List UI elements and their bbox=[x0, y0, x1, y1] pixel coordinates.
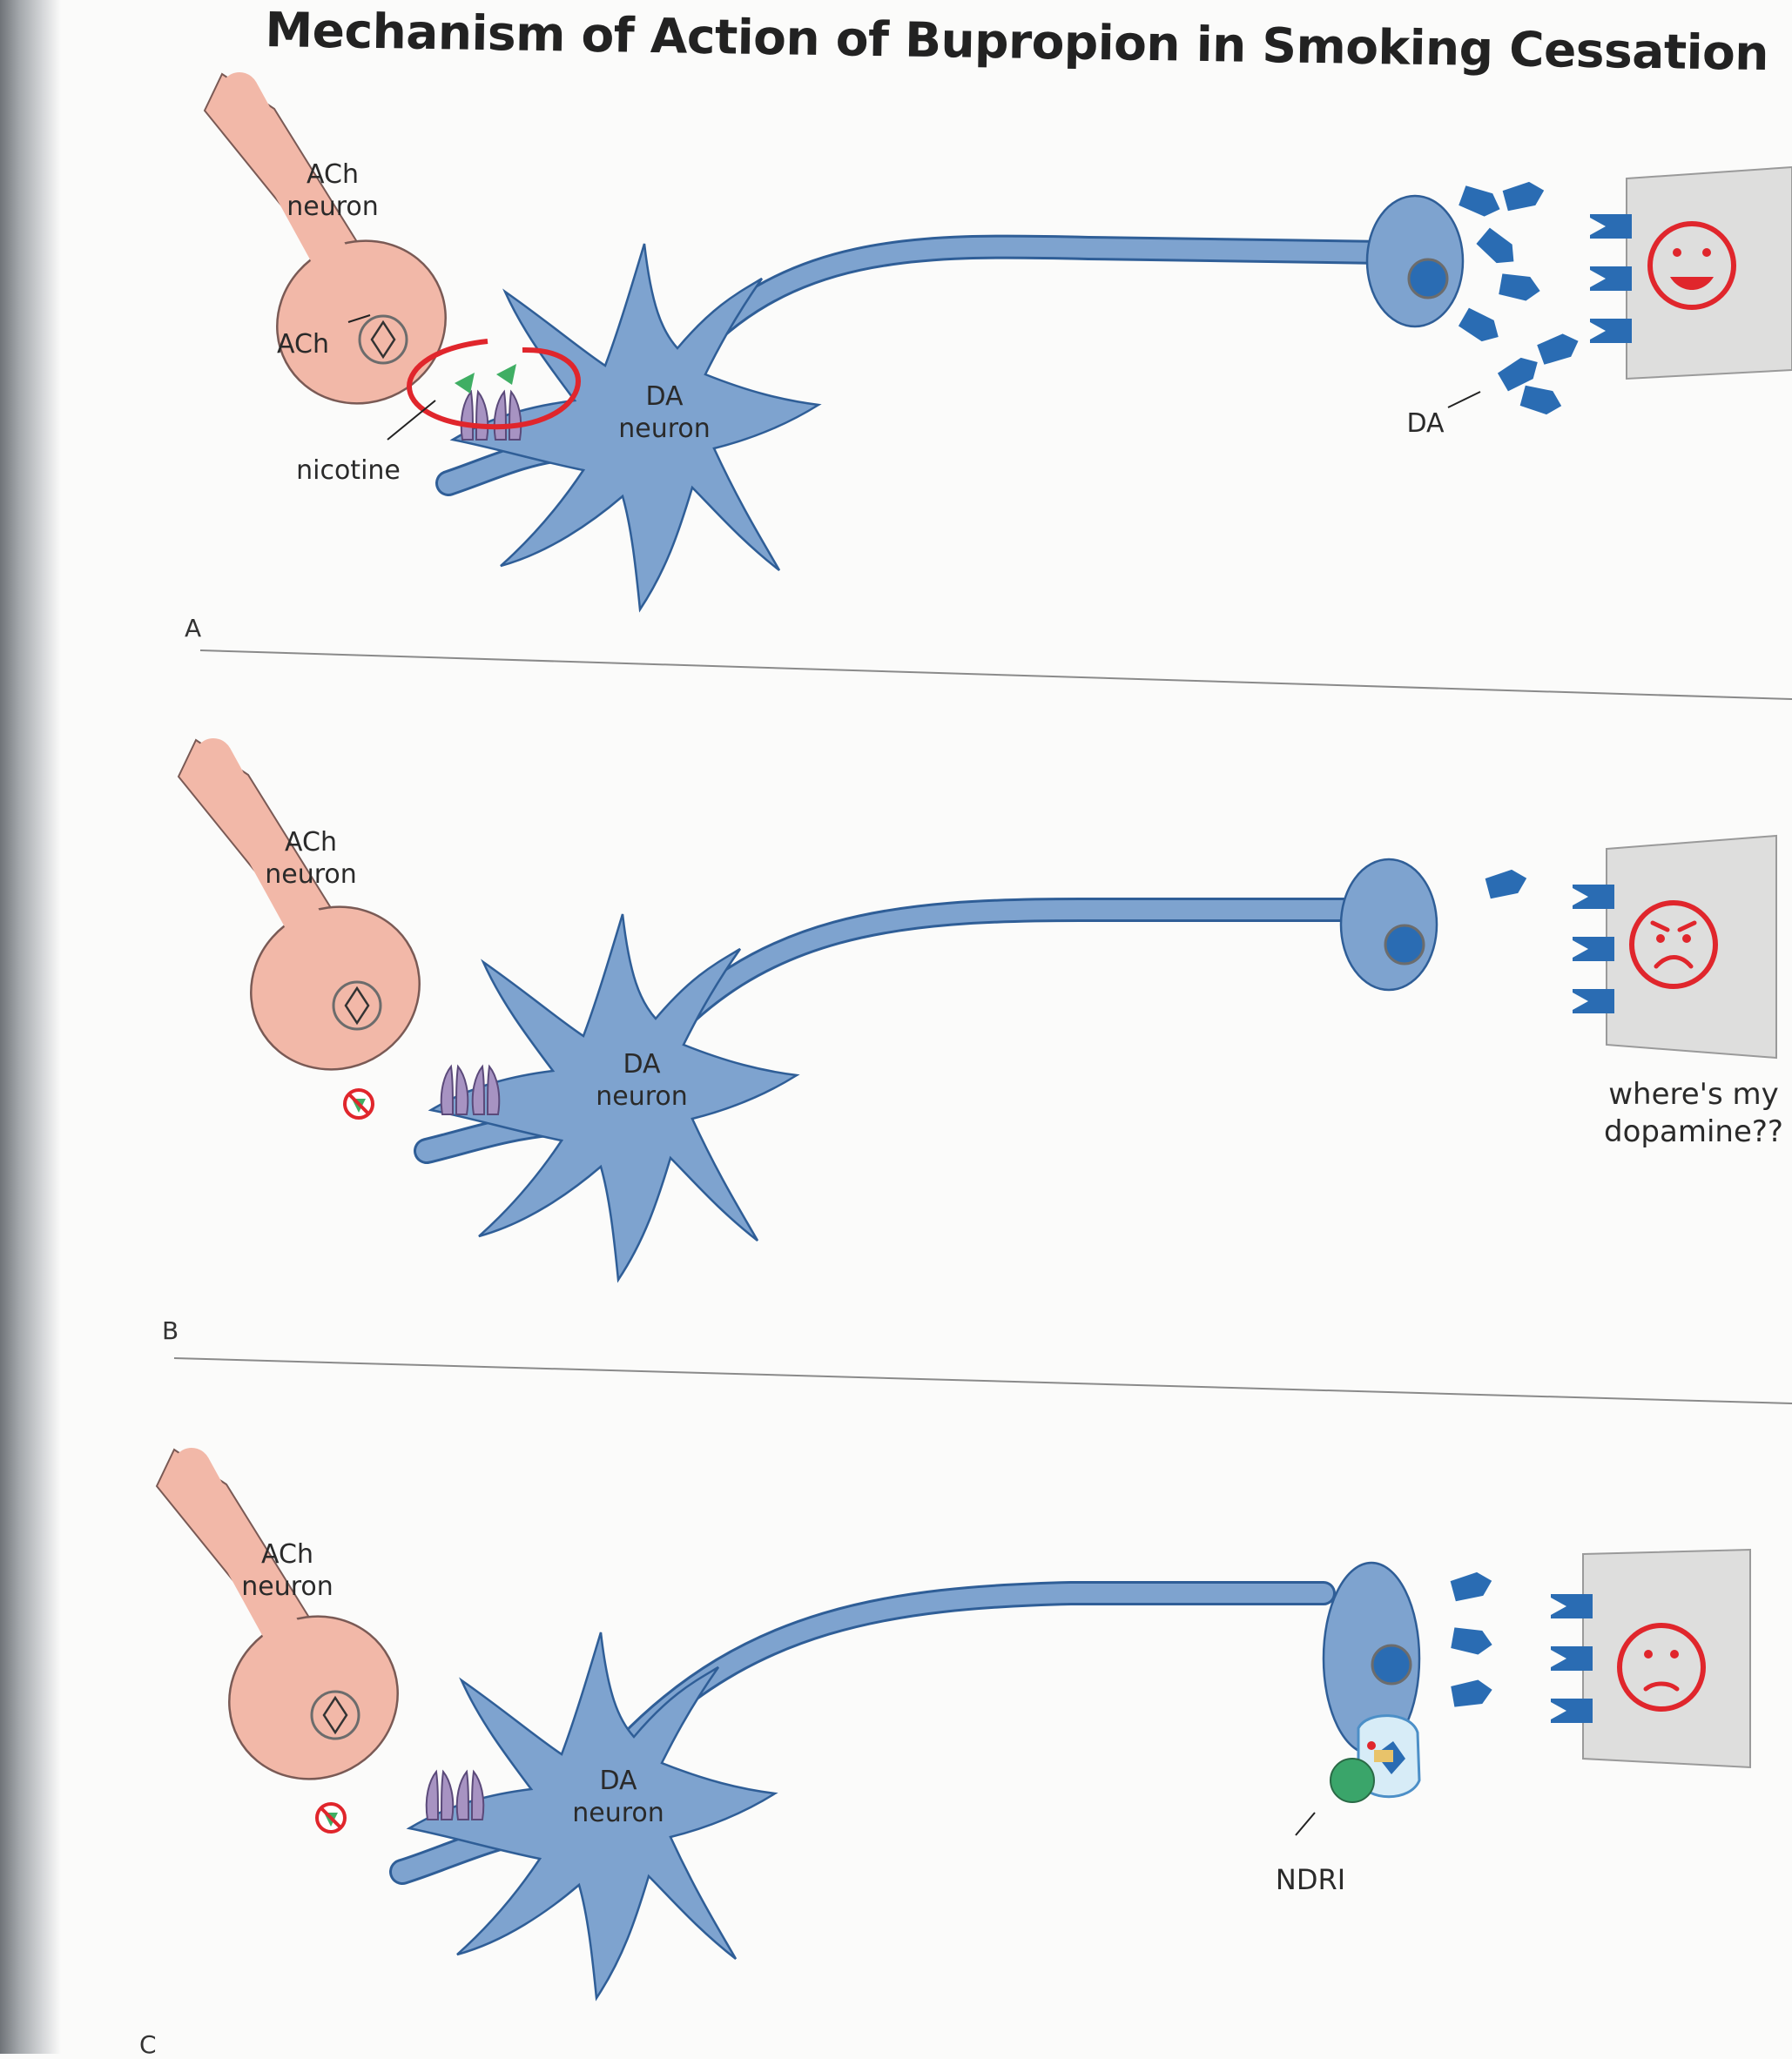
da-vesicle-b bbox=[1385, 925, 1424, 964]
da-vesicle-a bbox=[1409, 259, 1447, 298]
ach-neuron-b bbox=[179, 740, 448, 1099]
panel-c: ACh neuron DA neuron NDRI bbox=[157, 1450, 1750, 1998]
receptor-a3 bbox=[1590, 319, 1632, 343]
ach-neuron-label-a1: ACh bbox=[307, 159, 359, 190]
da-label-a: DA bbox=[1406, 408, 1445, 439]
da-pointer-a bbox=[1448, 392, 1480, 407]
da-terminal-a bbox=[1367, 196, 1463, 326]
dopamine-cluster-c bbox=[1450, 1569, 1495, 1708]
ndri-label: NDRI bbox=[1276, 1863, 1345, 1896]
ach-neuron-label-c1: ACh bbox=[261, 1539, 313, 1570]
ach-neuron-c bbox=[157, 1450, 427, 1808]
divider-b-c bbox=[174, 1358, 1792, 1403]
da-neuron-label-c1: DA bbox=[599, 1766, 637, 1796]
panel-a: ACh neuron ACh DA neuron nicotine bbox=[205, 74, 1792, 609]
dopamine-cluster-a bbox=[1458, 178, 1582, 417]
receptor-a1 bbox=[1590, 214, 1632, 239]
nicotine-label-a: nicotine bbox=[296, 455, 401, 486]
ach-neuron-label-b2: neuron bbox=[265, 859, 357, 890]
ach-label-a: ACh bbox=[277, 329, 329, 360]
da-neuron-label-b2: neuron bbox=[596, 1081, 688, 1112]
ach-neuron-a bbox=[205, 74, 475, 433]
highlight-ring-a bbox=[409, 341, 578, 427]
no-nicotine-icon-c bbox=[317, 1804, 345, 1832]
da-axon-c bbox=[627, 1593, 1324, 1746]
da-terminal-b bbox=[1341, 859, 1437, 990]
receptor-a2 bbox=[1590, 266, 1632, 291]
receptor-b3 bbox=[1573, 989, 1614, 1013]
receptor-b2 bbox=[1573, 937, 1614, 961]
receptor-b1 bbox=[1573, 885, 1614, 909]
receptor-c2 bbox=[1551, 1646, 1593, 1671]
ach-neuron-label-b1: ACh bbox=[285, 827, 337, 858]
da-neuron-label-c2: neuron bbox=[572, 1798, 664, 1828]
no-nicotine-icon-b bbox=[345, 1090, 373, 1118]
da-neuron-label-a2: neuron bbox=[618, 414, 711, 444]
da-axon-b bbox=[649, 910, 1350, 1053]
divider-a-b bbox=[200, 650, 1792, 699]
nicotine-pointer-a bbox=[387, 400, 435, 440]
postsynaptic-cell-c bbox=[1583, 1550, 1750, 1767]
ndri-drug-icon bbox=[1331, 1759, 1374, 1802]
ndri-pointer bbox=[1296, 1813, 1315, 1835]
ach-neuron-label-c2: neuron bbox=[241, 1571, 333, 1602]
dopamine-molecule-b bbox=[1485, 866, 1530, 900]
nicotine-molecule-a2 bbox=[496, 364, 516, 385]
caption-line-2: dopamine?? bbox=[1604, 1114, 1783, 1149]
da-neuron-label-a1: DA bbox=[645, 381, 684, 412]
da-neuron-label-b1: DA bbox=[623, 1049, 661, 1080]
caption-line-1: where's my bbox=[1608, 1077, 1779, 1112]
panel-b: ACh neuron DA neuron bbox=[179, 740, 1783, 1280]
da-axon-a bbox=[679, 247, 1384, 366]
receptor-c3 bbox=[1551, 1699, 1593, 1723]
da-vesicle-c bbox=[1372, 1645, 1411, 1684]
receptor-c1 bbox=[1551, 1594, 1593, 1618]
ach-neuron-label-a2: neuron bbox=[286, 192, 379, 222]
